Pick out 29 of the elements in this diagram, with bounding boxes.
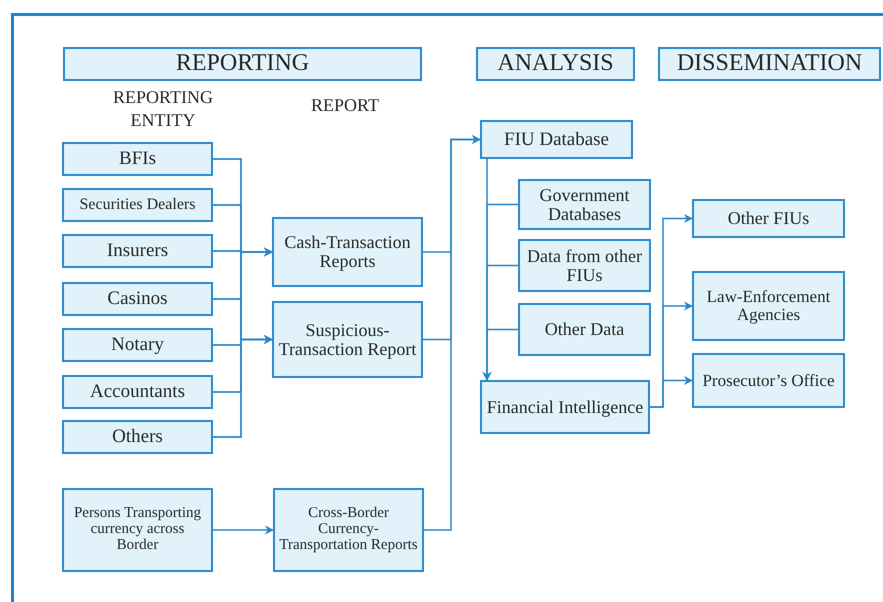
connector-arrow — [650, 376, 693, 408]
entity-box: Persons Transporting currency across Border — [62, 488, 213, 572]
section-header: REPORTING — [63, 47, 422, 81]
entity-box: Casinos — [62, 282, 213, 316]
data-source-box: Government Databases — [518, 179, 651, 230]
connector-arrow — [213, 526, 274, 534]
entity-box: Securities Dealers — [62, 188, 213, 222]
section-header: DISSEMINATION — [658, 47, 881, 81]
column-heading: REPORT — [310, 94, 380, 117]
entity-box: Others — [62, 420, 213, 454]
intelligence-box: Financial Intelligence — [480, 380, 650, 434]
recipient-box: Other FIUs — [692, 199, 845, 238]
connector-arrow — [213, 335, 273, 438]
entity-box: Notary — [62, 328, 213, 362]
data-source-box: Other Data — [518, 303, 651, 356]
data-source-box: Data from other FIUs — [518, 239, 651, 292]
report-box: Cash-Transaction Reports — [272, 217, 423, 287]
database-box: FIU Database — [480, 120, 633, 159]
connector-arrow — [482, 328, 518, 381]
column-heading: REPORTING ENTITY — [112, 86, 214, 132]
report-box: Suspicious-Transaction Report — [272, 301, 423, 378]
section-header: ANALYSIS — [476, 47, 635, 81]
recipient-box: Prosecutor’s Office — [692, 353, 845, 408]
recipient-box: Law-Enforcement Agencies — [692, 271, 845, 341]
connector-arrow — [424, 135, 481, 531]
entity-box: Insurers — [62, 234, 213, 268]
report-box: Cross-Border Currency-Transportation Reports — [273, 488, 424, 572]
entity-box: Accountants — [62, 375, 213, 409]
entity-box: BFIs — [62, 142, 213, 176]
